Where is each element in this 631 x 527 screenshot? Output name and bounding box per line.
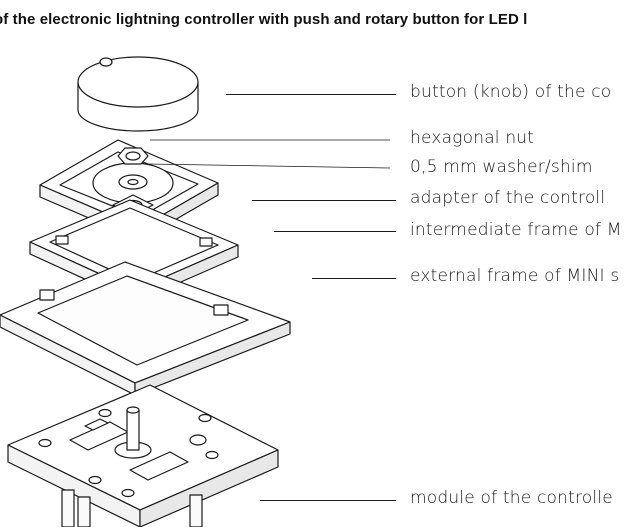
leader-line-external [312,278,396,279]
module-drawing [7,384,279,527]
leader-line-module [260,500,396,501]
label-module: module of the controlle [410,488,613,508]
diagram-title: of the electronic lightning controller w… [0,11,528,28]
knob-drawing [77,56,199,132]
leader-line-knob [226,94,396,95]
label-adapter: adapter of the controll [410,188,606,208]
label-washer: 0,5 mm washer/shim [410,157,593,177]
label-knob: button (knob) of the co [410,82,612,102]
label-external-frame: external frame of MINI s [410,266,620,286]
leader-line-adapter [252,200,396,201]
hexagonal-nut-drawing [117,147,149,165]
leader-line-intermediate [274,231,396,232]
external-frame-drawing [0,261,291,396]
washer-drawing [118,174,148,190]
label-hexagonal-nut: hexagonal nut [410,128,535,148]
label-intermediate-frame: intermediate frame of M [410,220,622,240]
